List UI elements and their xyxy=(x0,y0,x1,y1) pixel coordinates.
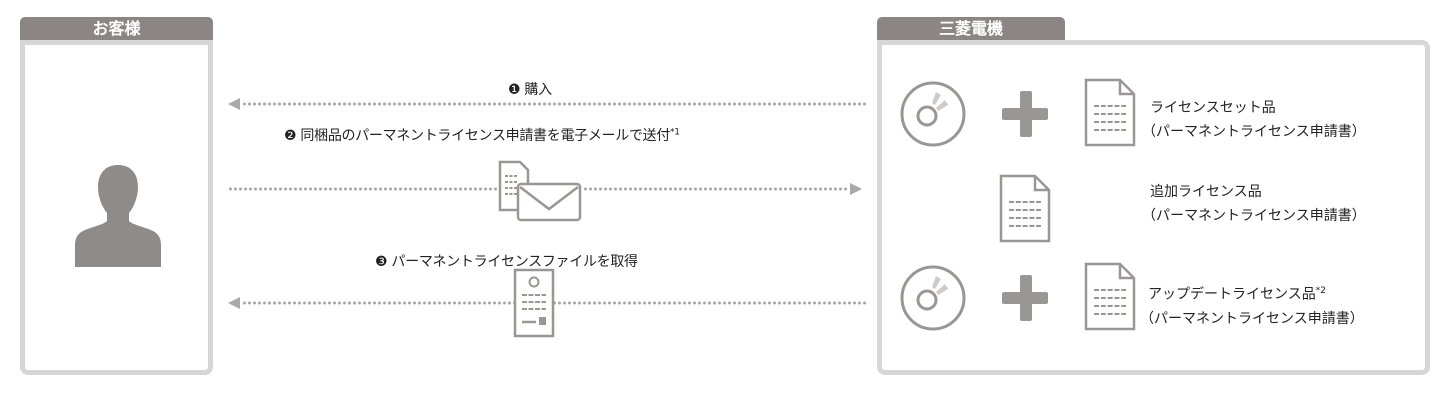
person-icon xyxy=(75,165,161,267)
product-additional-license: 追加ライセンス品（パーマネントライセンス申請書） xyxy=(1142,184,1366,224)
document-icon xyxy=(999,174,1051,243)
step-3-label: ❸ パーマネントライセンスファイルを取得 xyxy=(375,254,638,270)
mitsubishi-tab: 三菱電機 xyxy=(877,17,1065,41)
cd-icon xyxy=(900,265,966,331)
step-2-label: ❷ 同梱品のパーマネントライセンス申請書を電子メールで送付*1 xyxy=(284,127,680,144)
cd-icon xyxy=(900,81,966,147)
document-icon xyxy=(1084,262,1136,331)
customer-tab: お客様 xyxy=(20,17,213,41)
step-1-label: ❶ 購入 xyxy=(508,82,552,98)
mitsubishi-box xyxy=(877,40,1430,375)
product-license-set: ライセンスセット品（パーマネントライセンス申請書） xyxy=(1142,100,1366,140)
purchase-arrow xyxy=(228,98,866,110)
document-email-icon xyxy=(498,160,584,222)
plus-icon xyxy=(1002,91,1048,137)
product-update-license: アップデートライセンス品*2（パーマネントライセンス申請書） xyxy=(1140,286,1364,327)
plus-icon xyxy=(1002,275,1048,321)
license-file-icon xyxy=(513,268,555,338)
document-icon xyxy=(1084,78,1136,147)
